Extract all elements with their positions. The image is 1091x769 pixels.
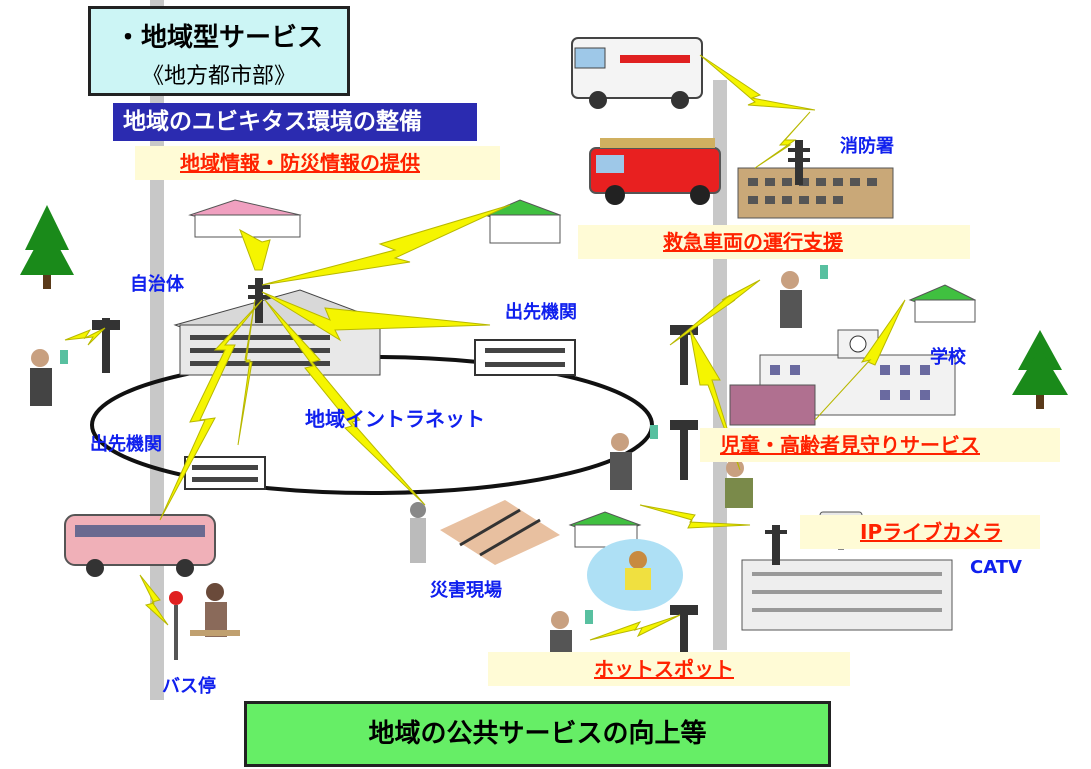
band-camera: IPライブカメラ [800,515,1040,549]
label-fire-station: 消防署 [840,136,894,157]
tree-icon [1012,330,1068,409]
child-icon [587,539,683,611]
antenna-icon [92,318,120,373]
label-disaster-site: 災害現場 [430,580,502,601]
antenna-icon [765,525,787,565]
building-icon [184,456,266,490]
fire-truck-icon [589,138,721,205]
title-sub: 《地方都市部》 [141,64,296,89]
ambulance-icon [571,37,703,109]
label-catv: CATV [970,557,1022,578]
antenna-icon [670,420,698,480]
building-icon [474,339,576,376]
band-hotspot: ホットスポット [488,652,850,686]
bus-icon [64,514,216,577]
band-disaster-info: 地域情報・防災情報の提供 [135,146,500,180]
antenna-icon [248,278,270,323]
antenna-icon [670,605,698,660]
label-intranet: 地域イントラネット [305,407,485,431]
footer-box: 地域の公共サービスの向上等 [244,701,831,767]
person-phone-icon [725,459,753,508]
title-main: ・地域型サービス [114,23,323,53]
house-icon [188,199,302,238]
building-icon [173,289,382,376]
band-watch: 児童・高齢者見守りサービス [700,428,1060,462]
house-icon [483,199,562,244]
person-phone-icon [610,425,658,490]
antenna-icon [788,140,810,185]
label-branch-left: 出先機関 [90,434,162,455]
label-school: 学校 [930,347,966,368]
label-bus-stop: バス停 [162,676,216,697]
title-box: ・地域型サービス 《地方都市部》 [88,6,350,96]
disaster-site-icon [410,500,560,565]
person-phone-icon [780,265,828,328]
bus-stop-icon [169,583,240,660]
label-branch-right: 出先機関 [505,302,577,323]
school-icon [729,329,956,426]
person-phone-icon [30,349,68,406]
house-icon [908,284,977,323]
band-emergency: 救急車両の運行支援 [578,225,970,259]
antenna-icon [670,325,698,385]
tree-icon [20,205,74,289]
building-icon [741,559,953,631]
building-icon [737,167,894,219]
ubiquitous-banner: 地域のユビキタス環境の整備 [113,103,477,141]
label-municipality: 自治体 [130,274,184,295]
right-pole [713,80,727,650]
